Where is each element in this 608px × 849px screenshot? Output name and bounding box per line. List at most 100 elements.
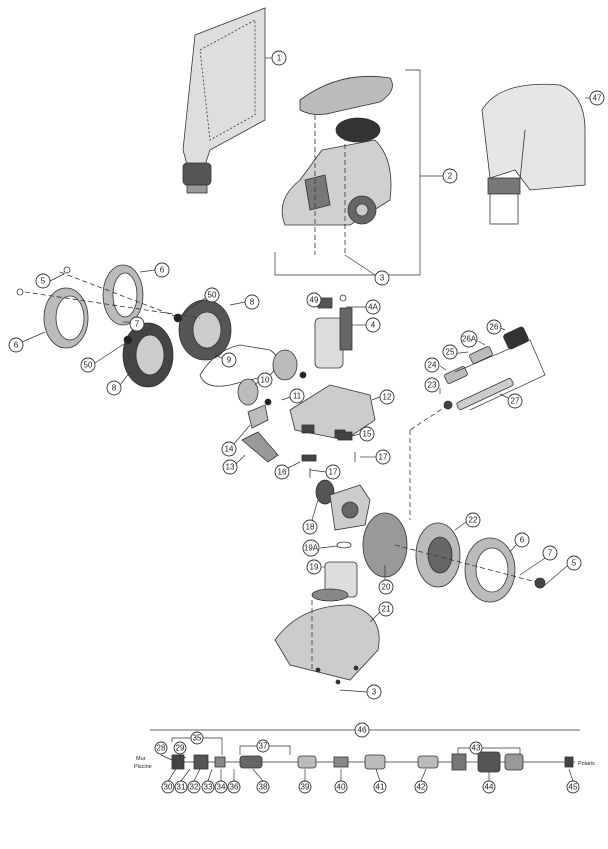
callout-label-p35: 35 <box>193 734 202 743</box>
callout-p15: 15 <box>351 426 375 442</box>
callout-p31: 31 <box>174 768 191 794</box>
callout-label-p7a: 7 <box>135 320 140 329</box>
callout-label-p31: 31 <box>177 783 186 792</box>
callout-p6b: 6 <box>8 331 46 353</box>
callout-label-p1: 1 <box>277 54 282 63</box>
top-housing-drawing <box>281 75 393 255</box>
callout-p28: 28 <box>154 741 173 761</box>
callout-label-p25: 25 <box>446 348 455 357</box>
callout-p3b: 3 <box>339 684 382 700</box>
callout-label-p33: 33 <box>204 783 213 792</box>
motor-drawing <box>311 479 371 602</box>
callout-label-p21: 21 <box>382 605 391 614</box>
callout-label-p3b: 3 <box>372 688 377 697</box>
polaris-label: Polaris <box>578 761 595 767</box>
callout-p39: 39 <box>298 769 312 794</box>
callout-label-p41: 41 <box>376 783 385 792</box>
callout-p36: 36 <box>227 769 241 794</box>
callout-p30: 30 <box>161 768 177 794</box>
callout-p46: 46 <box>354 722 370 738</box>
right-wheels-drawing <box>362 512 546 603</box>
callout-label-p6a: 6 <box>160 266 165 275</box>
swivel-drawing <box>314 294 353 369</box>
callout-p27: 27 <box>499 393 523 409</box>
callout-label-p19: 19 <box>310 563 319 572</box>
callout-p4a: 4A <box>346 299 381 315</box>
callout-label-p47: 47 <box>593 94 602 103</box>
callout-label-p6c: 6 <box>520 536 525 545</box>
callout-p50a: 50 <box>179 287 220 317</box>
callout-label-p8b: 8 <box>112 384 117 393</box>
callout-label-p20: 20 <box>382 583 391 592</box>
callout-label-p8a: 8 <box>250 298 255 307</box>
callout-label-p27: 27 <box>511 397 520 406</box>
filter-bag-drawing <box>182 7 266 194</box>
callout-p2: 2 <box>420 168 458 184</box>
callout-p43: 43 <box>457 741 521 755</box>
callout-p26a: 26A <box>460 330 486 348</box>
callout-label-p50b: 50 <box>84 361 93 370</box>
callout-label-p13: 13 <box>226 463 235 472</box>
callout-p23: 23 <box>424 377 441 394</box>
callout-p9: 9 <box>214 352 237 368</box>
callout-p6c: 6 <box>509 532 530 553</box>
callout-label-p9: 9 <box>227 356 232 365</box>
part-drawings <box>16 7 586 773</box>
callout-label-p30: 30 <box>164 783 173 792</box>
callout-label-p36: 36 <box>230 783 239 792</box>
hose-assembly-drawing <box>150 729 580 773</box>
callout-p49: 49 <box>306 292 322 308</box>
callout-label-p26a: 26A <box>462 335 477 344</box>
callout-label-p2: 2 <box>448 172 453 181</box>
callout-p20: 20 <box>378 565 394 595</box>
callout-label-p6b: 6 <box>14 341 19 350</box>
wall-label-line2: Piscine <box>134 764 152 770</box>
callout-label-p26: 26 <box>490 323 499 332</box>
callout-p44: 44 <box>482 772 496 794</box>
callout-p41: 41 <box>373 768 387 794</box>
callout-p7b: 7 <box>519 545 558 576</box>
callout-label-p18: 18 <box>306 523 315 532</box>
gear-drawings <box>237 349 307 406</box>
bottom-drawing <box>274 600 380 685</box>
callout-label-p23: 23 <box>428 381 437 390</box>
callout-label-p29: 29 <box>176 744 185 753</box>
callout-label-p7b: 7 <box>548 549 553 558</box>
callout-p33: 33 <box>201 768 215 794</box>
callout-p47: 47 <box>585 90 605 106</box>
callout-p40: 40 <box>334 769 348 794</box>
callout-label-p32: 32 <box>190 783 199 792</box>
callout-label-p22: 22 <box>469 516 478 525</box>
callout-label-p28: 28 <box>157 744 166 753</box>
alt-filter-bag-drawing <box>481 83 586 225</box>
callout-label-p14: 14 <box>225 445 234 454</box>
callout-p24: 24 <box>424 357 447 373</box>
callout-p29: 29 <box>173 741 187 759</box>
callout-p6a: 6 <box>139 262 170 278</box>
callout-label-p5b: 5 <box>572 559 577 568</box>
callout-label-p4a: 4A <box>368 303 378 312</box>
callout-label-p34: 34 <box>217 783 226 792</box>
callout-label-p42: 42 <box>417 783 426 792</box>
callout-p21: 21 <box>369 601 394 623</box>
callout-label-p45: 45 <box>569 783 578 792</box>
callout-p4: 4 <box>352 317 381 333</box>
callout-p11: 11 <box>281 388 305 404</box>
callout-p19a: 19A <box>302 539 338 557</box>
callout-p19: 19 <box>306 559 325 575</box>
callout-label-p37: 37 <box>259 742 268 751</box>
callout-p1: 1 <box>265 50 287 66</box>
callout-p8b: 8 <box>106 371 131 396</box>
callout-label-p4: 4 <box>371 321 376 330</box>
callout-p17b: 17 <box>360 449 391 465</box>
callout-p35: 35 <box>171 731 223 755</box>
callout-p34: 34 <box>214 769 228 794</box>
callout-p13: 13 <box>222 454 246 475</box>
callout-p12: 12 <box>371 389 395 405</box>
callout-p17a: 17 <box>309 464 341 480</box>
callout-p38: 38 <box>252 768 270 794</box>
callout-label-p12: 12 <box>383 393 392 402</box>
callout-p3a: 3 <box>344 254 390 286</box>
callout-p32: 32 <box>187 768 201 794</box>
